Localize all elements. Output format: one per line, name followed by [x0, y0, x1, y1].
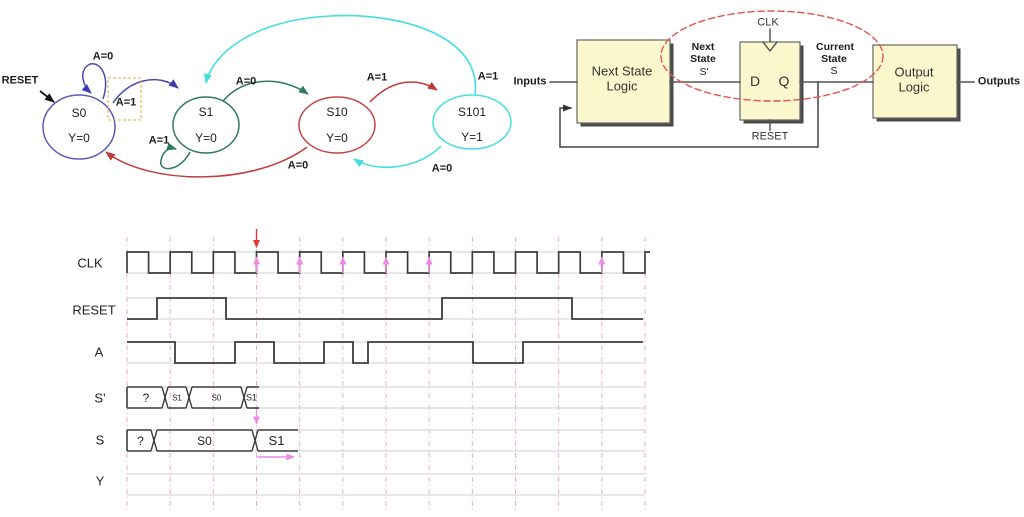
- sprime-bus-value: S0: [212, 393, 222, 402]
- a-waveform: [127, 341, 643, 364]
- ff-reset-label: RESET: [751, 130, 789, 143]
- reset-label: RESET: [1, 74, 39, 87]
- state-circle-s0: [42, 94, 116, 160]
- outputs-label: Outputs: [977, 75, 1021, 88]
- s101-to-s1-arc: [204, 14, 477, 95]
- highlight-dashed-box: [107, 77, 142, 121]
- row-label-clk: CLK: [77, 255, 103, 271]
- s1-to-s10-arc: [222, 80, 309, 102]
- ff-clk-label: CLK: [757, 16, 779, 29]
- next-state-wire-label-2: State: [690, 52, 716, 65]
- next-state-logic-line2: Logic: [606, 78, 638, 94]
- s-bus-crossover: [251, 429, 259, 452]
- s101-to-s10-arc: [353, 145, 442, 169]
- next-state-logic-line1: Next State: [591, 63, 653, 79]
- sprime-bus-crossover: [240, 386, 248, 409]
- state-circle-s10: [298, 96, 376, 154]
- state-s101-output: Y=1: [461, 130, 483, 144]
- clk-waveform: [126, 251, 650, 274]
- label-s101-to-s1: A=1: [477, 70, 499, 83]
- state-s0-name: S0: [71, 106, 87, 120]
- feedback-wire: [559, 81, 819, 148]
- next-state-wire-label-1: Next: [691, 40, 715, 53]
- s10-to-s0-arc: [105, 146, 308, 178]
- sprime-bus-value: S1: [172, 393, 182, 402]
- state-s0-output: Y=0: [68, 131, 90, 145]
- row-label-sprime: S': [94, 390, 106, 406]
- state-s101-name: S101: [457, 105, 487, 119]
- register-highlight-ellipse: [660, 10, 884, 102]
- reset-waveform: [127, 297, 643, 320]
- state-circle-s1: [172, 96, 240, 154]
- current-state-wire-label-2: State: [821, 52, 847, 65]
- label-s0-self: A=0: [92, 50, 114, 63]
- current-state-wire-label-1: Current: [816, 40, 854, 53]
- sprime-bus-crossover: [185, 386, 193, 409]
- state-s10-output: Y=0: [326, 131, 348, 145]
- ff-d-label: D: [749, 73, 761, 89]
- next-state-wire-label-3: S': [699, 65, 709, 78]
- clock-edge-wedge-icon: [762, 41, 778, 53]
- s-bus-value: ?: [137, 434, 144, 448]
- state-s1-name: S1: [198, 105, 214, 119]
- state-s10-name: S10: [326, 105, 348, 119]
- output-logic-line1: Output: [894, 64, 934, 80]
- label-s10-to-s0: A=0: [287, 159, 309, 172]
- s0-self-loop: [81, 63, 107, 100]
- s-bus-value: S1: [269, 433, 285, 448]
- current-state-wire-label-3: S: [830, 64, 838, 77]
- row-label-y: Y: [95, 473, 105, 489]
- sprime-bus-value: ?: [143, 391, 150, 405]
- sprime-bus-crossover: [161, 386, 169, 409]
- sprime-bus-value: S1: [246, 393, 257, 403]
- s-bus-value: S0: [197, 434, 212, 448]
- block-diagram: [549, 10, 975, 148]
- s1-self-loop: [160, 142, 191, 170]
- row-label-reset: RESET: [72, 302, 116, 318]
- state-diagram: [39, 14, 512, 178]
- label-s1-self: A=1: [148, 134, 170, 147]
- state-circle-s101: [432, 94, 512, 150]
- inputs-label: Inputs: [513, 75, 547, 88]
- ff-q-label: Q: [778, 73, 790, 89]
- row-label-a: A: [94, 344, 104, 360]
- row-label-s: S: [95, 432, 105, 448]
- s-bus-crossover: [150, 429, 158, 452]
- label-s1-to-s10: A=0: [235, 75, 257, 88]
- reset-entry-arrow: [39, 90, 55, 103]
- s10-to-s101-arc: [369, 81, 438, 103]
- state-s1-output: Y=0: [195, 131, 217, 145]
- s0-to-s1-arc: [112, 78, 179, 104]
- output-logic-line2: Logic: [898, 79, 930, 95]
- label-s0-to-s1: A=1: [115, 96, 137, 109]
- label-s101-to-s10: A=0: [431, 162, 453, 175]
- label-s10-to-s101: A=1: [366, 71, 388, 84]
- flip-flop-box: [739, 41, 801, 121]
